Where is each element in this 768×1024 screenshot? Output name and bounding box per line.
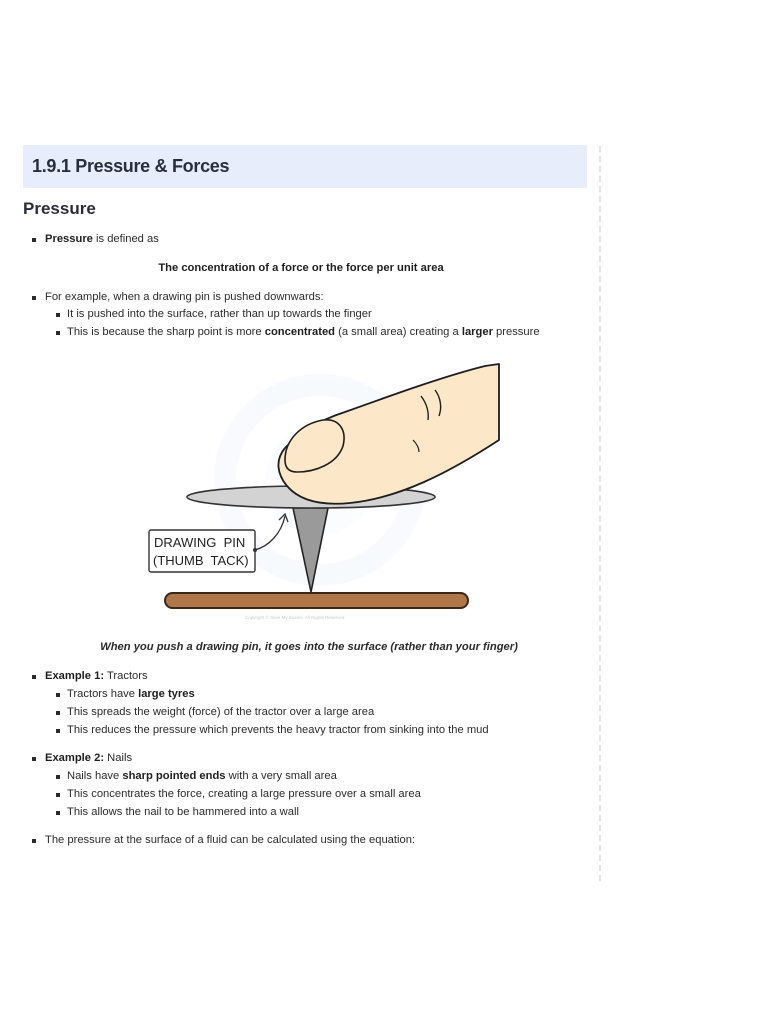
fluid-pressure-bullet: The pressure at the surface of a fluid c… — [45, 834, 416, 846]
bullet-marker — [32, 839, 36, 843]
sub-bullet-marker — [56, 313, 60, 317]
page-title: 1.9.1 Pressure & Forces — [32, 156, 230, 176]
finger — [277, 363, 500, 505]
example-pin-bullet: For example, when a drawing pin is pushe… — [45, 291, 324, 303]
sub-bullet-marker — [56, 693, 60, 697]
definition-term: Pressure — [45, 233, 93, 245]
figure-caption: When you push a drawing pin, it goes int… — [100, 641, 518, 653]
page-header: 1.9.1 Pressure & Forces — [23, 145, 587, 188]
label-line-1: DRAWING PIN — [154, 535, 245, 550]
fingernail — [284, 419, 345, 473]
example1-sub3: This reduces the pressure which prevents… — [67, 724, 489, 736]
example2-bullet: Example 2: Nails — [45, 752, 133, 764]
sub-bullet-marker — [56, 729, 60, 733]
bullet-marker — [32, 238, 36, 242]
example2-sub2: This concentrates the force, creating a … — [67, 788, 421, 800]
sub-bullet-marker — [56, 793, 60, 797]
bullet-marker — [32, 296, 36, 300]
sub-bullet-marker — [56, 331, 60, 335]
bullet-marker — [32, 675, 36, 679]
bullet-marker — [32, 757, 36, 761]
example2-sub1: Nails have sharp pointed ends with a ver… — [67, 770, 337, 782]
label-leader-line — [254, 515, 286, 551]
sub-bullet-marker — [56, 775, 60, 779]
example1-sub1: Tractors have large tyres — [67, 688, 195, 700]
sub-bullet-marker — [56, 811, 60, 815]
definition-bullet: Pressure is defined as — [45, 233, 159, 245]
drawing-pin-illustration: DRAWING PIN (THUMB TACK) Copyright © Sav… — [148, 363, 500, 620]
definition-intro: is defined as — [92, 233, 159, 245]
example1-sub2: This spreads the weight (force) of the t… — [67, 706, 375, 718]
example1-bullet: Example 1: Tractors — [45, 670, 148, 682]
section-heading: Pressure — [23, 199, 96, 218]
knuckle-crease — [434, 389, 442, 417]
example-pin-sub1: It is pushed into the surface, rather th… — [67, 308, 372, 320]
knuckle-crease — [412, 439, 420, 453]
label-arrowhead — [278, 512, 289, 523]
definition-statement: The concentration of a force or the forc… — [158, 262, 444, 274]
dashed-margin-rule — [599, 146, 601, 881]
example2-sub3: This allows the nail to be hammered into… — [67, 806, 299, 818]
label-line-2: (THUMB TACK) — [153, 553, 249, 568]
sub-bullet-marker — [56, 711, 60, 715]
label-leader-dot — [253, 548, 257, 552]
wooden-surface — [164, 592, 469, 609]
copyright-notice: Copyright © Save My Exams. All Rights Re… — [245, 614, 345, 620]
knuckle-crease — [420, 395, 429, 421]
example-pin-sub2: This is because the sharp point is more … — [67, 326, 540, 338]
